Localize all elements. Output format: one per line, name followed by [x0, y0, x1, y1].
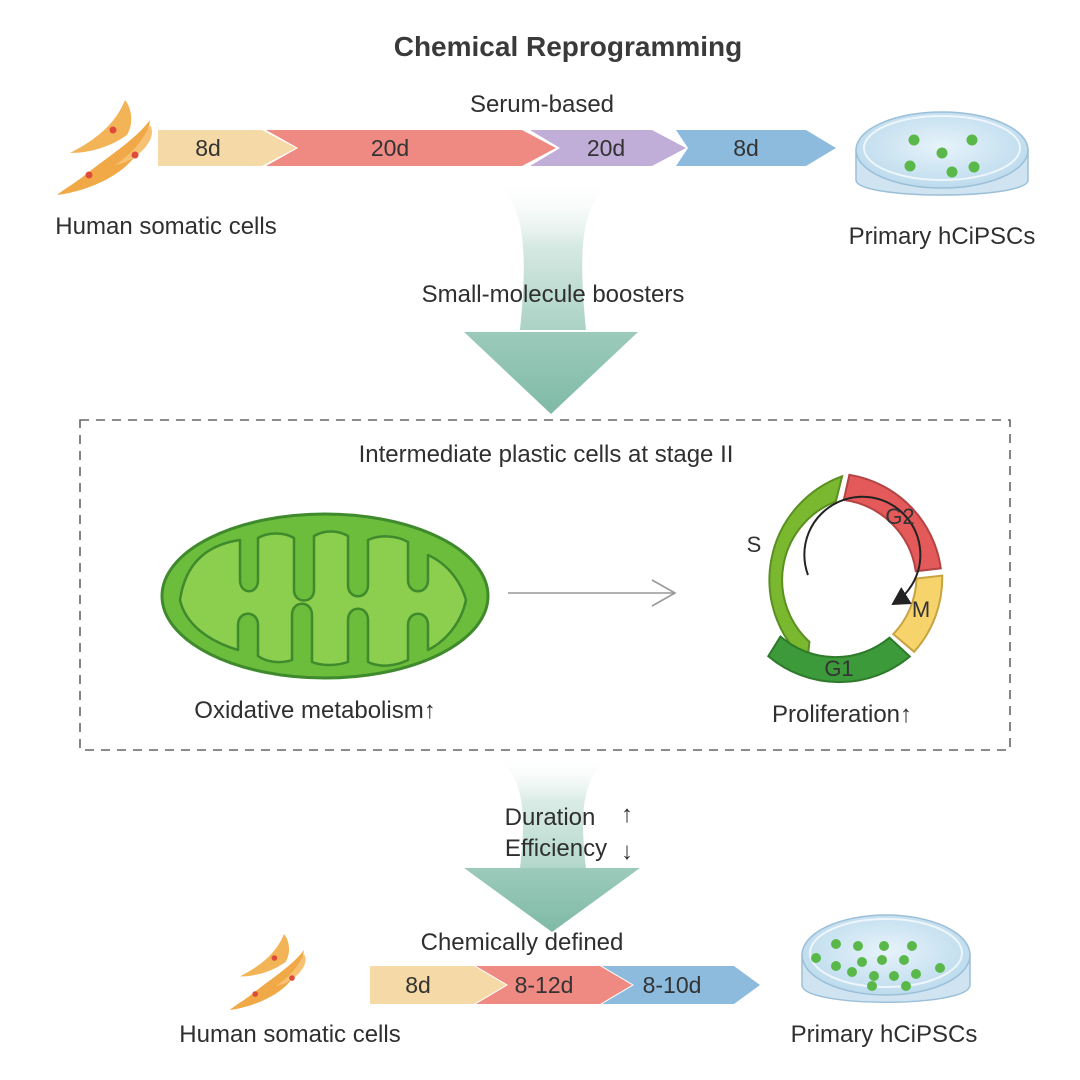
- mitochondrion-icon: [160, 512, 490, 680]
- chemical-segment-1-label: 8d: [405, 972, 431, 998]
- boosters-label: Small-molecule boosters: [422, 281, 685, 308]
- somatic-cells-icon-bottom: [229, 934, 306, 1010]
- serum-segment-2: [266, 130, 556, 166]
- serum-start-label: Human somatic cells: [55, 213, 276, 240]
- petri-dish-icon: [855, 111, 1029, 196]
- chemical-segment-3-label: 8-10d: [643, 972, 702, 998]
- chemical-start-label: Human somatic cells: [179, 1021, 400, 1048]
- duration-arrow: ↑: [621, 801, 633, 828]
- transition-arrow: [508, 579, 677, 607]
- proliferation-label: Proliferation↑: [772, 701, 912, 728]
- serum-end-label: Primary hCiPSCs: [849, 223, 1036, 250]
- serum-segment-3-label: 20d: [587, 135, 625, 161]
- result-down-arrow: [464, 755, 640, 932]
- phase-g1-label: G1: [824, 656, 853, 681]
- chemically-defined-label: Chemically defined: [421, 929, 624, 956]
- intermediate-box: [79, 419, 1011, 751]
- cycle-direction-arrow: [803, 495, 922, 606]
- phase-s-segment: [768, 474, 844, 665]
- cell-cycle-ring: [766, 473, 944, 684]
- chemical-segment-2: [476, 966, 632, 1004]
- intermediate-title: Intermediate plastic cells at stage II: [359, 441, 734, 468]
- chemical-segment-1: [370, 966, 506, 1004]
- oxidative-metabolism-label: Oxidative metabolism↑: [194, 697, 435, 724]
- chemical-end-label: Primary hCiPSCs: [791, 1021, 978, 1048]
- serum-segment-4: [676, 130, 836, 166]
- phase-m-segment: [891, 574, 944, 654]
- phase-s-label: S: [747, 532, 762, 557]
- phase-g2-label: G2: [885, 504, 914, 529]
- petri-dish-icon-bottom: [801, 914, 971, 1003]
- phase-m-label: M: [912, 597, 930, 622]
- serum-segment-1-label: 8d: [195, 135, 221, 161]
- phase-g2-segment: [842, 473, 942, 573]
- efficiency-arrow: ↓: [621, 838, 633, 865]
- serum-segment-4-label: 8d: [733, 135, 759, 161]
- phase-g1-segment: [766, 634, 912, 684]
- somatic-cells-icon: [57, 100, 152, 195]
- serum-based-label: Serum-based: [470, 91, 614, 118]
- chemical-segment-2-label: 8-12d: [515, 972, 574, 998]
- page-title: Chemical Reprogramming: [394, 31, 743, 62]
- serum-segment-1: [158, 130, 296, 166]
- serum-segment-2-label: 20d: [371, 135, 409, 161]
- serum-segment-3: [530, 130, 686, 166]
- chemical-segment-3: [602, 966, 760, 1004]
- efficiency-label: Efficiency: [505, 835, 607, 862]
- booster-down-arrow: [464, 178, 638, 414]
- duration-label: Duration: [505, 804, 596, 831]
